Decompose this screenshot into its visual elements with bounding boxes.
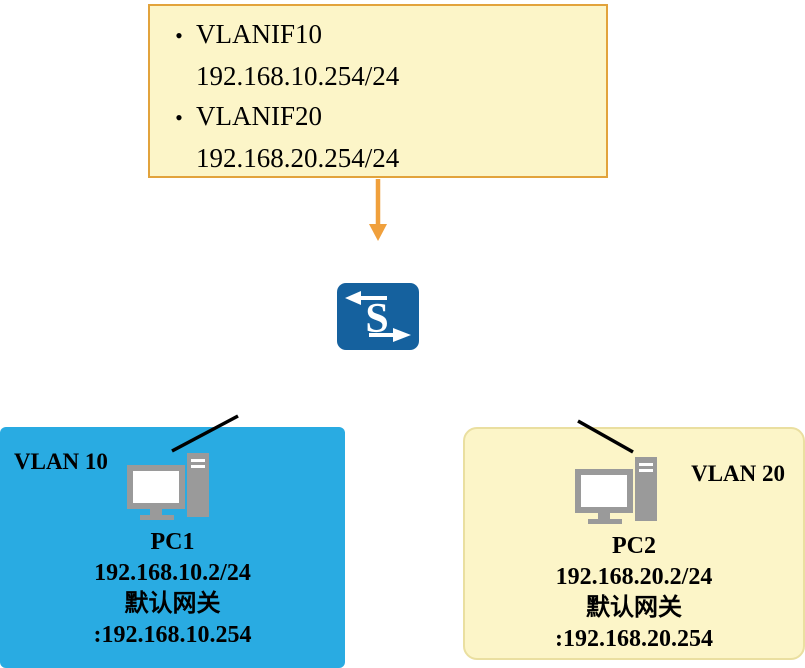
- pc-name: PC1: [150, 529, 195, 555]
- callout-item: • VLANIF10: [150, 14, 606, 56]
- switch-arrow-left-icon: [345, 291, 361, 305]
- pc-icon: [573, 455, 665, 538]
- vlan20-label: VLAN 20: [691, 461, 785, 486]
- switch-icon: S: [337, 283, 419, 350]
- pc-name: PC2: [612, 533, 656, 559]
- gateway-label: 默认网关: [586, 595, 682, 621]
- vlanif-name: VLANIF20: [196, 101, 322, 131]
- vlanif-ip: 192.168.20.254/24: [196, 143, 400, 173]
- vlanif-ip: 192.168.10.254/24: [196, 61, 400, 91]
- gateway-label: 默认网关: [124, 591, 221, 617]
- pc-ip: 192.168.10.2/24: [94, 560, 251, 586]
- pc-ip: 192.168.20.2/24: [555, 564, 713, 590]
- pc-icon: [125, 451, 217, 534]
- vlanif-name: VLANIF10: [196, 19, 322, 49]
- switch-label: S: [365, 296, 388, 342]
- vlan10-group-box: VLAN 10 PC1 192.168.10.2/24 默认网关 :192.16…: [0, 427, 345, 668]
- gateway-ip: :192.168.20.254: [555, 626, 713, 652]
- bullet-icon: •: [175, 23, 183, 48]
- pc2-info: PC2 192.168.20.2/24 默认网关 :192.168.20.254: [465, 531, 803, 655]
- vlanif-callout-box: • VLANIF10 192.168.10.254/24 • VLANIF20 …: [148, 4, 608, 178]
- down-arrow-head-icon: [369, 224, 387, 241]
- gateway-ip: :192.168.10.254: [93, 622, 252, 648]
- switch-arrow-right-icon: [393, 328, 411, 342]
- pc1-info: PC1 192.168.10.2/24 默认网关 :192.168.10.254: [0, 527, 345, 651]
- vlan20-group-box: VLAN 20 PC2 192.168.20.2/24 默认网关 :192.16…: [463, 427, 805, 660]
- vlan10-label: VLAN 10: [14, 449, 108, 474]
- callout-item: • VLANIF20: [150, 96, 606, 138]
- bullet-icon: •: [175, 105, 183, 130]
